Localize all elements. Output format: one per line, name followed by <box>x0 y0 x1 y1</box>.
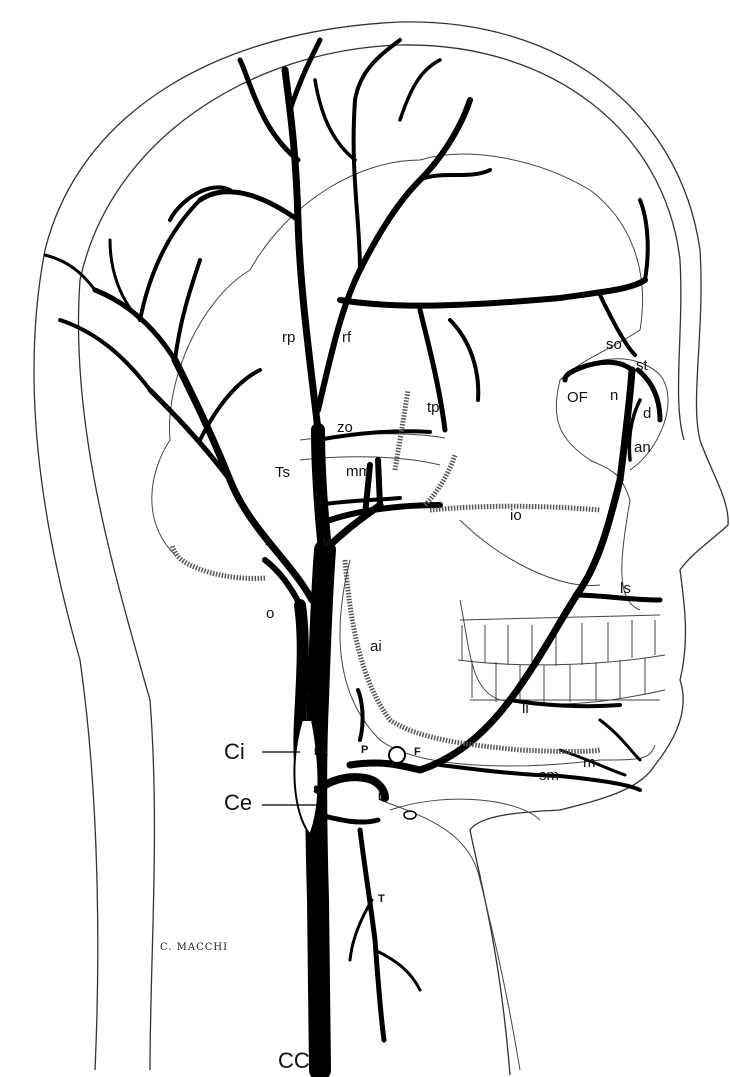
label-li: li <box>522 700 529 717</box>
label-Ci: Ci <box>224 739 245 764</box>
label-Ts: Ts <box>275 464 290 481</box>
head-outline <box>34 22 728 1075</box>
label-zo: zo <box>337 419 353 436</box>
label-M: M <box>322 537 331 549</box>
label-an: an <box>634 439 651 456</box>
label-so: so <box>606 336 622 353</box>
label-tf: tf <box>314 495 323 512</box>
labels: rp rf so st OF n d an tp zo Ts mm tf io … <box>224 329 651 1073</box>
label-m: m <box>583 754 596 771</box>
label-Ce: Ce <box>224 790 252 815</box>
inferior-alveolar-artery <box>345 560 600 752</box>
label-st: st <box>636 357 649 374</box>
posterior-auricular-beaded <box>172 545 265 578</box>
label-F: F <box>414 746 421 758</box>
label-tp: tp <box>427 399 440 416</box>
label-n: n <box>610 387 618 404</box>
label-ls: ls <box>620 580 631 597</box>
label-OF: OF <box>567 389 588 406</box>
label-S: S <box>313 784 320 796</box>
label-A: A <box>265 536 273 548</box>
neck-branches <box>318 690 420 1040</box>
label-CC: CC <box>278 1048 310 1073</box>
label-mm: mm <box>346 463 371 480</box>
label-io: io <box>510 507 522 524</box>
label-T: T <box>378 893 385 905</box>
frontal-branches <box>340 200 648 430</box>
label-ai: ai <box>370 638 382 655</box>
artist-signature: C. MACCHI <box>160 942 228 953</box>
label-P: P <box>361 744 368 756</box>
label-o: o <box>266 605 274 622</box>
label-sm: sm <box>539 767 559 784</box>
label-d: d <box>643 405 651 422</box>
label-L: L <box>378 791 385 803</box>
label-rp: rp <box>282 329 295 346</box>
teeth <box>458 620 665 703</box>
label-rf: rf <box>342 329 352 346</box>
label-FA: FA <box>314 746 328 758</box>
temporal-branches <box>140 40 490 430</box>
